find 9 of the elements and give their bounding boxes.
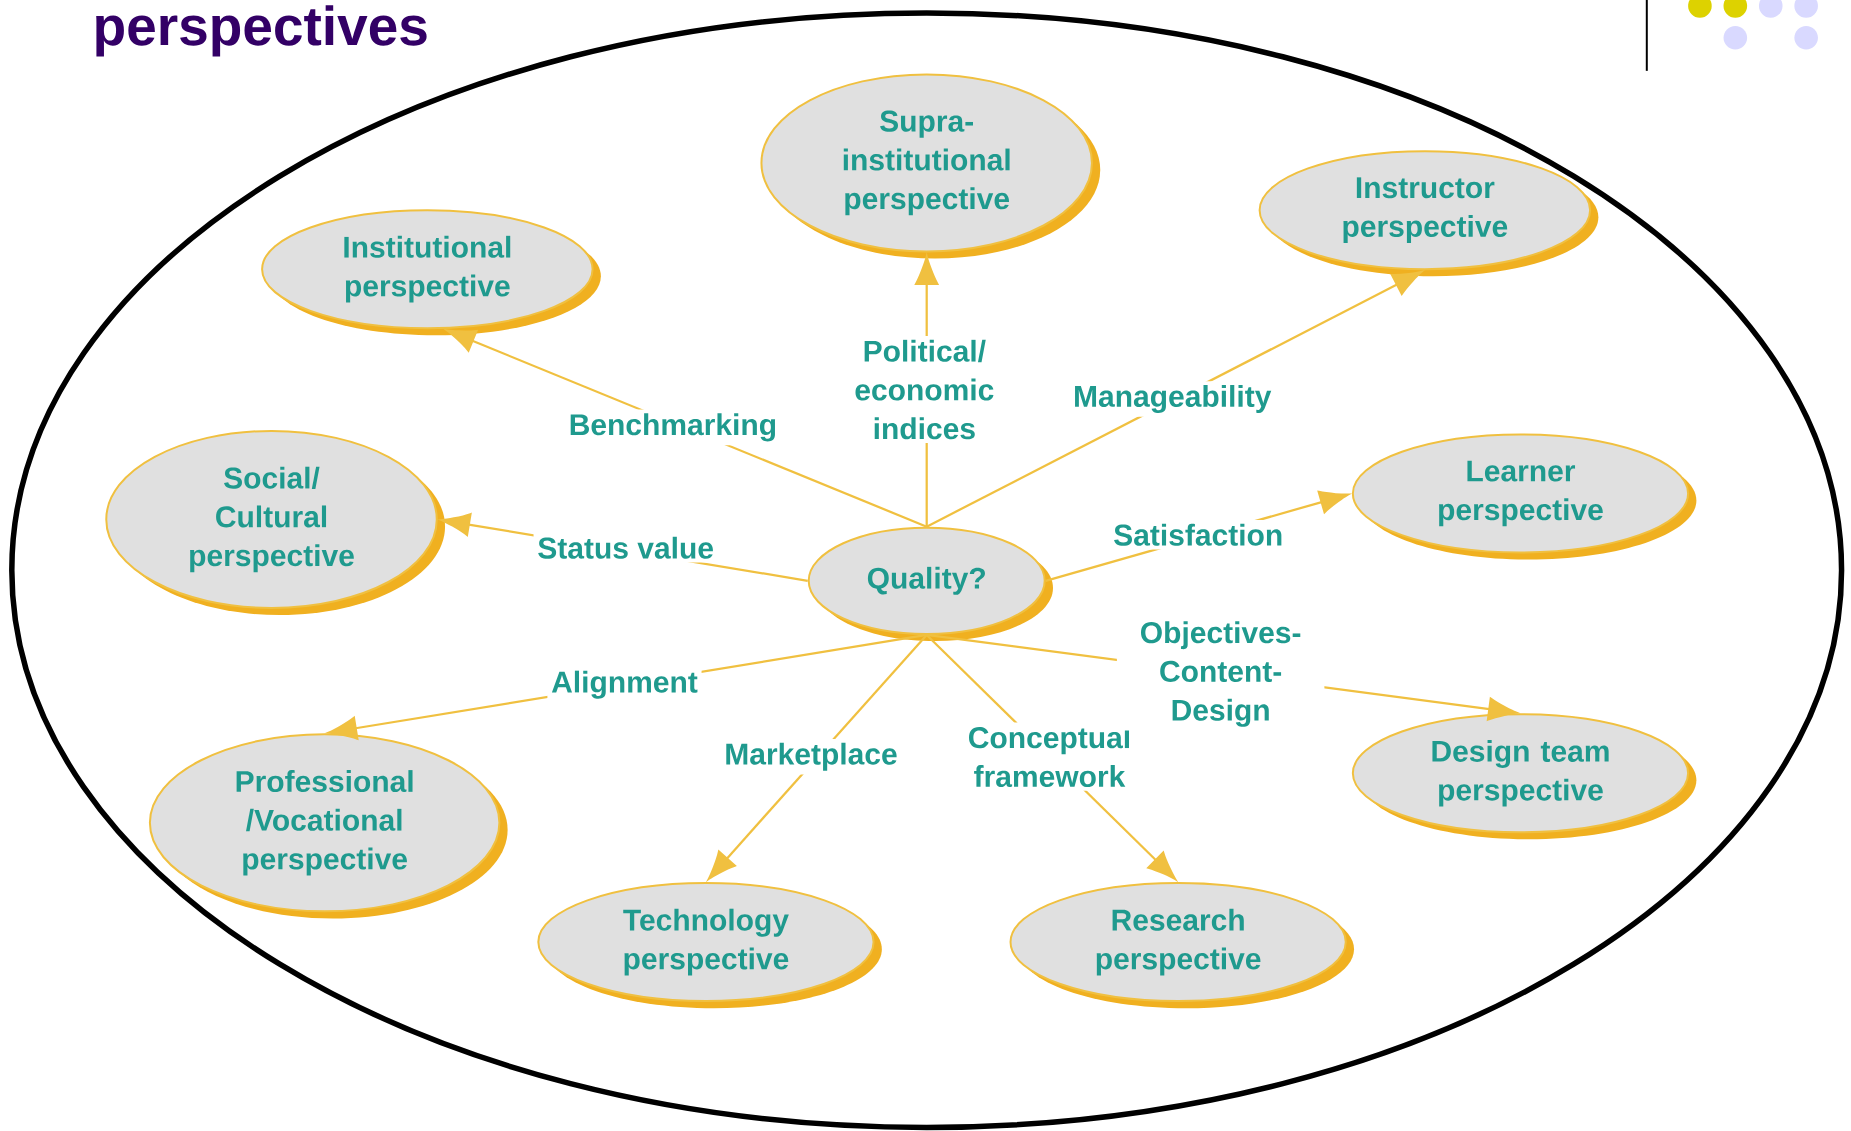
edge-label: Manageability — [1069, 381, 1276, 417]
edge-label: Benchmarking — [564, 409, 781, 446]
edge-label: Objectives-Content-Design — [1116, 617, 1325, 731]
title: perspectives — [96, 5, 427, 57]
edge-label: Alignment — [547, 666, 702, 703]
edge-label: Political/ economic indices — [830, 336, 1019, 444]
edge-label: Marketplace — [720, 739, 902, 775]
arrow — [707, 634, 928, 880]
arrow — [926, 271, 1422, 528]
